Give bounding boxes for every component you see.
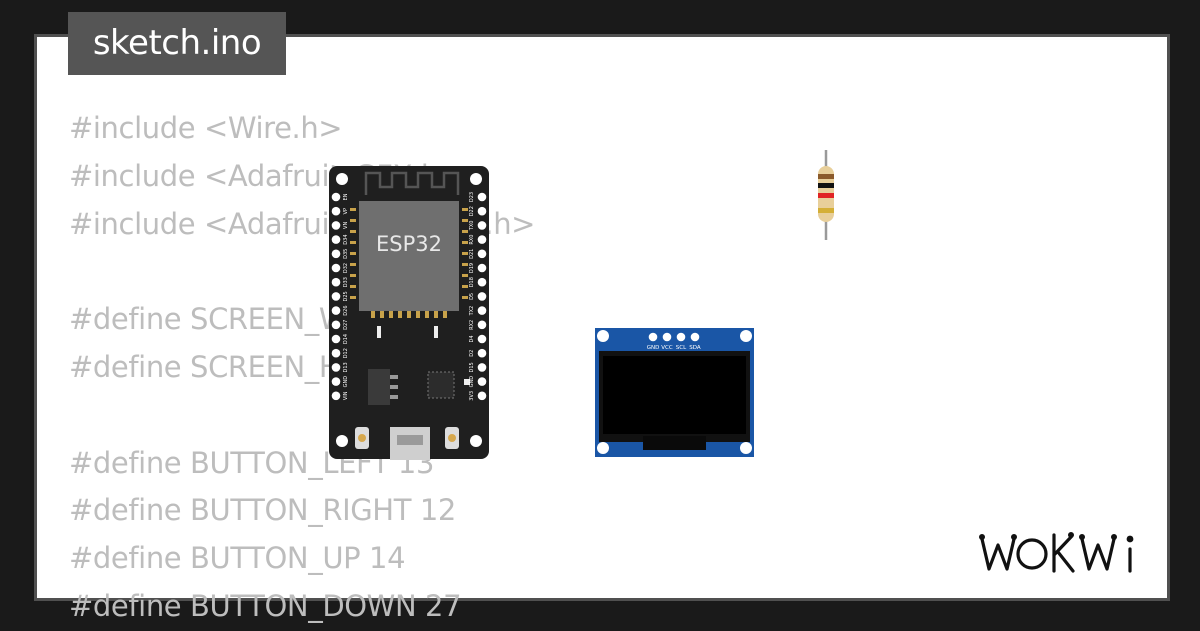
esp32-pin-left[interactable] <box>331 391 341 401</box>
esp32-pin-label: D5 <box>469 293 475 300</box>
esp32-pin-left[interactable] <box>331 235 341 244</box>
esp32-pin-right[interactable] <box>477 235 487 244</box>
esp32-pin-label: D22 <box>469 206 475 216</box>
esp32-pin-right[interactable] <box>477 363 487 372</box>
esp32-pin-label: D27 <box>343 320 349 330</box>
code-line: #define BUTTON_DOWN 27 <box>69 588 462 623</box>
esp32-pin-label: D12 <box>343 348 349 358</box>
chip-label: ESP32 <box>376 232 442 256</box>
resistor[interactable] <box>814 150 838 240</box>
esp32-pin-left[interactable] <box>331 363 341 372</box>
esp32-pin-label: D19 <box>469 263 475 273</box>
esp32-pin-label: 3V3 <box>469 391 475 401</box>
esp32-pin-label: D26 <box>343 305 349 315</box>
esp32-pin-right[interactable] <box>477 348 487 358</box>
esp32-pin-left[interactable] <box>331 377 341 386</box>
oled-pin-label: GND <box>647 345 660 351</box>
esp32-pin-label: VN <box>343 222 349 229</box>
code-line: #define BUTTON_RIGHT 12 <box>69 493 456 528</box>
oled-pin-label: VCC <box>661 345 673 351</box>
preview-canvas: #include <Wire.h>#include <Adafruit_GFX.… <box>34 34 1170 623</box>
en-button[interactable] <box>445 427 459 449</box>
esp32-pin-label: RX2 <box>469 320 475 330</box>
boot-button[interactable] <box>355 427 369 449</box>
esp32-pin-label: VP <box>343 208 349 214</box>
oled-pin[interactable] <box>648 332 658 342</box>
oled-screen <box>603 356 746 434</box>
esp32-pin-left[interactable] <box>331 348 341 358</box>
wokwi-logo <box>979 532 1134 573</box>
esp32-pin-left[interactable] <box>331 334 341 344</box>
esp32-pin-label: D18 <box>469 277 475 287</box>
esp32-pin-right[interactable] <box>477 249 487 259</box>
esp32-pin-right[interactable] <box>477 221 487 230</box>
esp32-pin-right[interactable] <box>477 320 487 330</box>
esp32-pin-left[interactable] <box>331 263 341 273</box>
esp32-pin-right[interactable] <box>477 391 487 401</box>
esp32-pin-label: D23 <box>469 192 475 202</box>
esp32-pin-right[interactable] <box>477 306 487 315</box>
esp32-pin-label: D32 <box>343 263 349 273</box>
esp32-pin-right[interactable] <box>477 263 487 273</box>
esp32-pin-label: GND <box>343 376 349 388</box>
oled-pin-label: SCL <box>676 345 687 351</box>
esp32-pin-left[interactable] <box>331 206 341 216</box>
esp32-pin-label: TX2 <box>469 306 475 317</box>
esp32-pin-left[interactable] <box>331 192 341 202</box>
oled-pin[interactable] <box>662 332 672 342</box>
oled-pin[interactable] <box>676 332 686 342</box>
esp32-pin-label: D33 <box>343 277 349 287</box>
esp32-pin-right[interactable] <box>477 192 487 202</box>
esp32-pin-label: EN <box>343 193 349 200</box>
esp32-pin-label: D34 <box>343 234 349 244</box>
esp32-pin-right[interactable] <box>477 377 487 386</box>
esp32-pin-label: TX0 <box>469 221 475 232</box>
esp32-pin-left[interactable] <box>331 221 341 230</box>
esp32-pin-label: D15 <box>469 362 475 372</box>
code-line: #include <Wire.h> <box>69 111 343 145</box>
esp32-pin-label: D4 <box>469 335 475 342</box>
oled-pin[interactable] <box>690 332 700 342</box>
esp32-pin-right[interactable] <box>477 334 487 344</box>
esp32-pin-label: D25 <box>343 291 349 301</box>
esp32-pin-right[interactable] <box>477 277 487 287</box>
code-line: #define BUTTON_UP 14 <box>69 541 406 576</box>
esp32-pin-left[interactable] <box>331 249 341 259</box>
esp32-pin-right[interactable] <box>477 206 487 216</box>
esp32-pin-right[interactable] <box>477 292 487 301</box>
oled-pin-label: SDA <box>689 345 701 351</box>
esp32-pin-label: D21 <box>469 249 475 259</box>
esp32-pin-label: D14 <box>343 334 349 344</box>
esp32-pin-label: D2 <box>469 350 475 357</box>
esp32-pin-left[interactable] <box>331 306 341 315</box>
esp32-pin-label: D35 <box>343 249 349 259</box>
esp32-pin-left[interactable] <box>331 320 341 330</box>
esp32-pin-left[interactable] <box>331 277 341 287</box>
esp32-pin-label: GND <box>469 376 475 388</box>
esp32-pin-label: D13 <box>343 362 349 372</box>
esp32-pin-left[interactable] <box>331 292 341 301</box>
esp32-pin-label: VIN <box>343 391 349 400</box>
esp32-pin-label: RX0 <box>469 235 475 245</box>
file-tab[interactable]: sketch.ino <box>68 12 286 75</box>
